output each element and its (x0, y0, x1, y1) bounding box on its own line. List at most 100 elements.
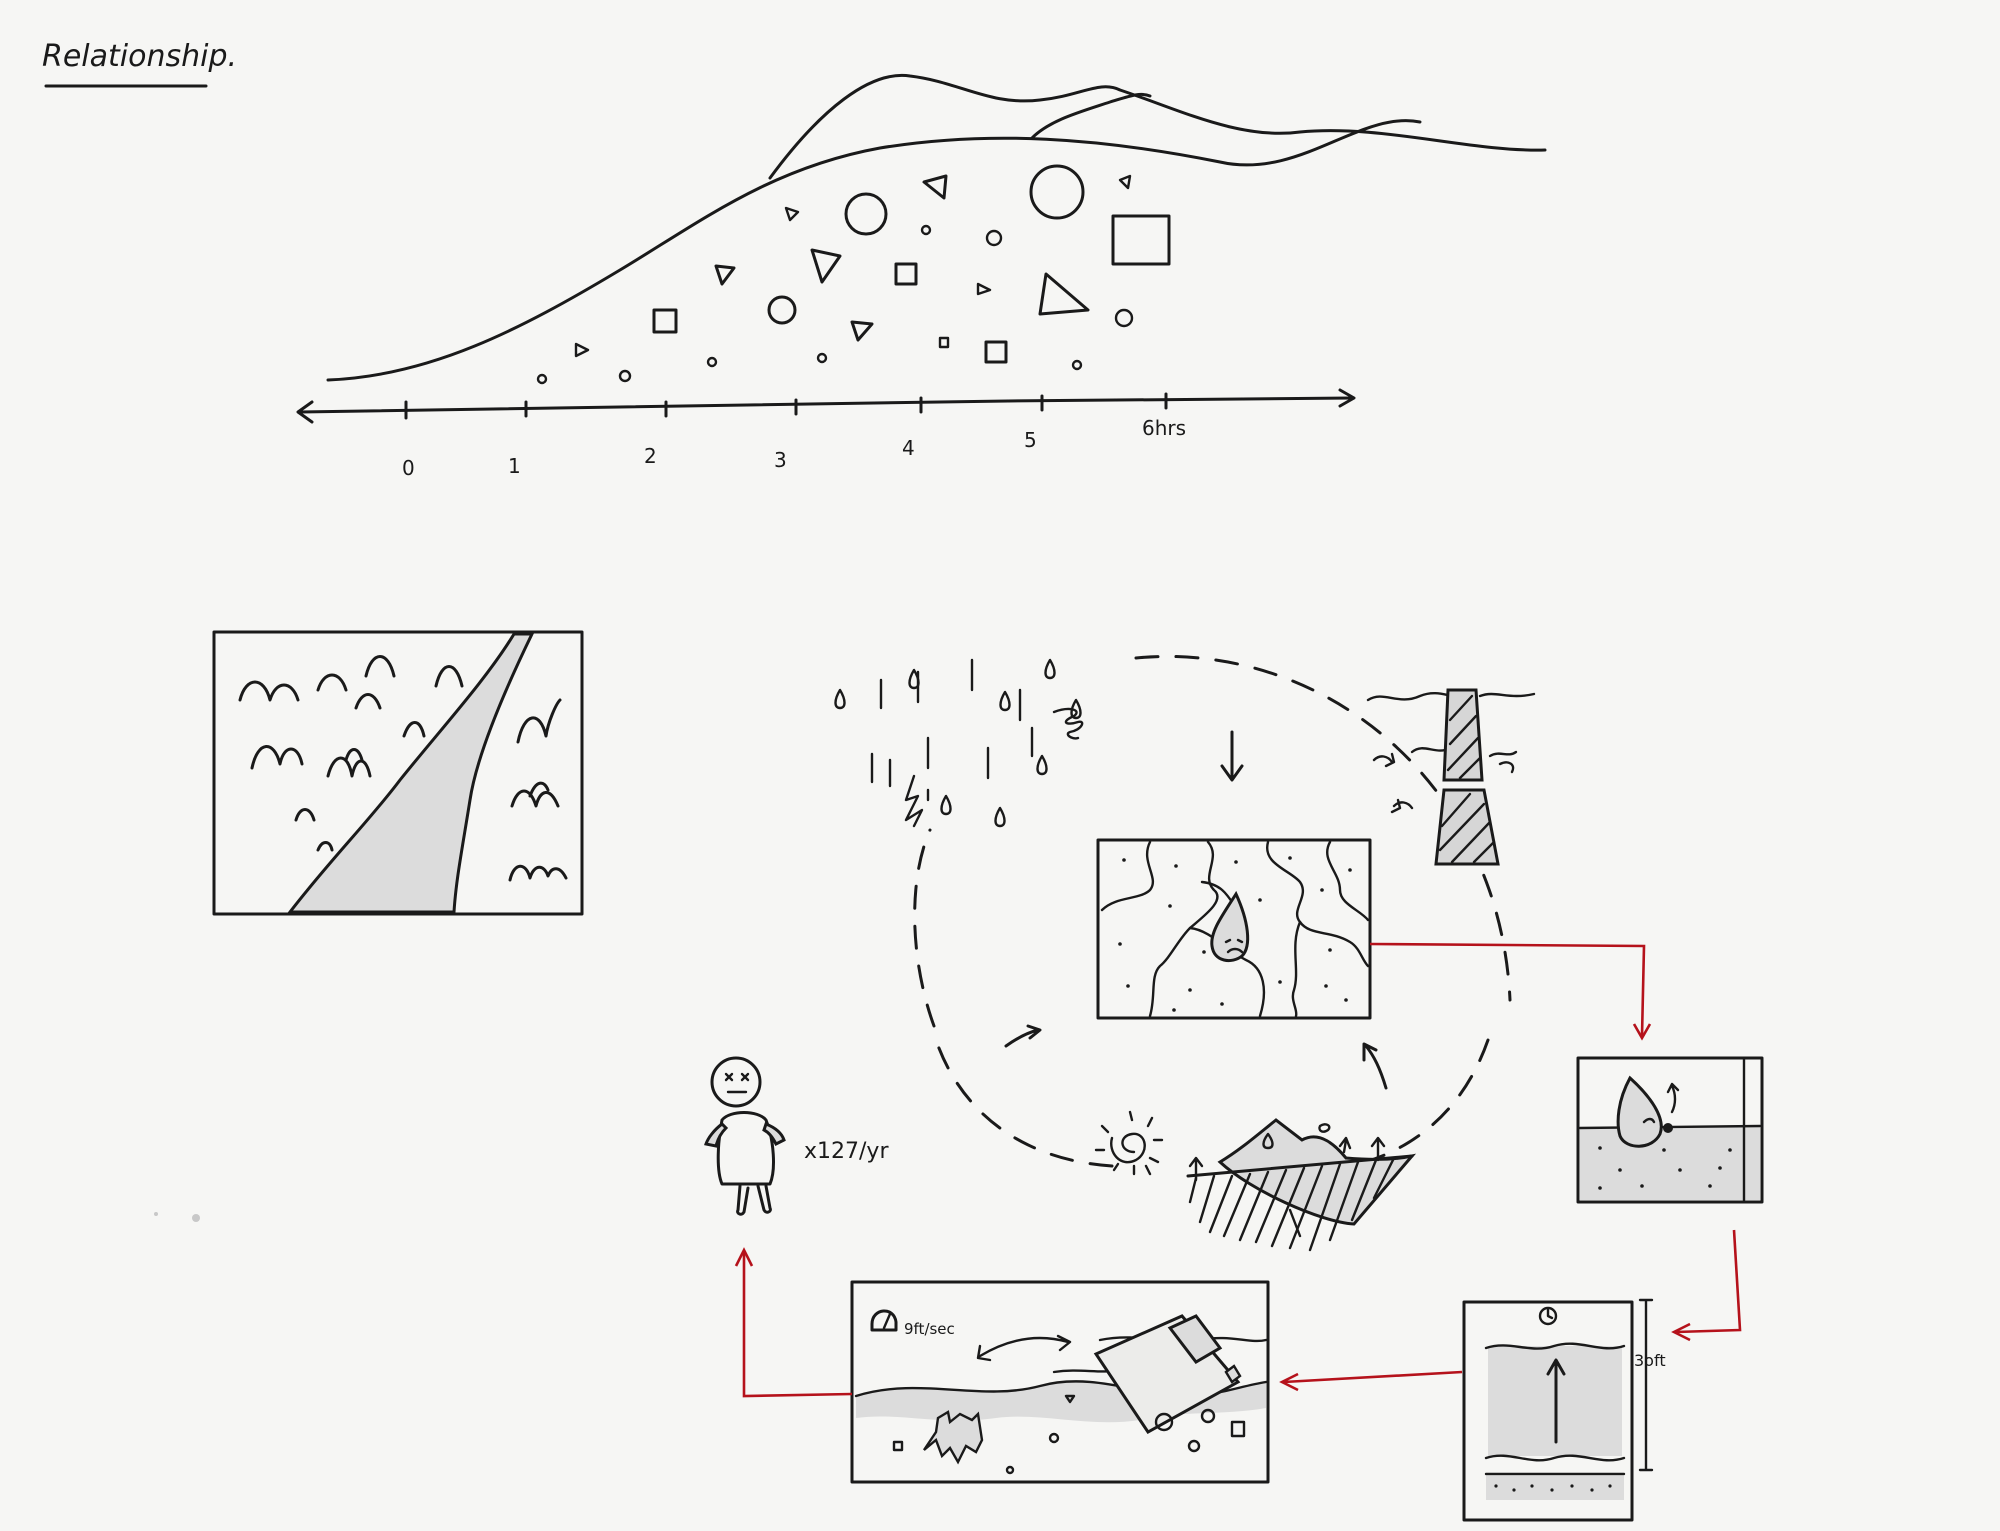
raindrops (834, 658, 1082, 828)
wave-curve-crest (1030, 92, 1152, 140)
house-door (1224, 1364, 1242, 1384)
clock-hands (1546, 1308, 1554, 1320)
lightning-icon (904, 774, 924, 828)
debris-triangle (1038, 272, 1090, 316)
drop-icon (1616, 1075, 1663, 1148)
debris-circle (767, 295, 797, 325)
debris-circle (1029, 164, 1085, 220)
double-arrow-icon (976, 1334, 1072, 1362)
gauge-sediment (1486, 1476, 1624, 1500)
wave-arrow-icon (1498, 761, 1515, 774)
flow-debris (892, 1394, 1246, 1475)
gauge-wave (1484, 1454, 1626, 1462)
water-gauge-panel: 3oft (1462, 1298, 1666, 1522)
speedometer-needle (882, 1312, 892, 1330)
debris-circle (1071, 359, 1083, 371)
flood-map-panel (1096, 838, 1372, 1020)
speed-label: 9ft/sec (904, 1320, 955, 1338)
red-arrowhead (1632, 1023, 1652, 1041)
up-arrow-icon (1188, 1156, 1204, 1182)
timeline-arrow-left (296, 400, 314, 424)
title-group: Relationship. (42, 39, 237, 88)
hill (354, 693, 382, 710)
red-arrow-map-to-drop (1369, 942, 1646, 1037)
valley-river-panel (212, 630, 584, 916)
cycle-dashes-right (1134, 655, 1512, 1002)
debris-circle (920, 224, 932, 236)
timeline-axis: 0 1 2 3 4 5 6hrs (296, 388, 1356, 480)
debris-shapes (536, 164, 1171, 385)
tick-label-6: 6hrs (1142, 416, 1186, 440)
debris-square (1111, 214, 1171, 266)
rain-storm (834, 658, 1244, 828)
debris-triangle (922, 174, 948, 200)
wave-arrow-icon (1390, 798, 1414, 814)
ground-line (1186, 1154, 1414, 1178)
hill (238, 680, 300, 702)
hill (508, 864, 568, 882)
down-arrow-icon (1220, 730, 1244, 782)
water-dots (1598, 1146, 1732, 1190)
person-head (710, 1056, 762, 1108)
red-flow-arrows (734, 942, 1742, 1398)
gauge-wave (1484, 1342, 1626, 1350)
debris-triangle (976, 282, 992, 296)
red-arrow-drop-to-gauge (1675, 1229, 1742, 1334)
water-fill (1580, 1126, 1760, 1200)
dam-upper (1442, 688, 1484, 782)
tick-label-5: 5 (1024, 428, 1037, 452)
wave-curve-inner (326, 119, 1422, 382)
debris-triangle (784, 206, 800, 222)
debris-square (938, 336, 950, 349)
debris-circle (618, 369, 632, 383)
hill (434, 665, 464, 688)
red-arrowhead (1279, 1372, 1299, 1392)
tick-label-0: 0 (402, 456, 415, 480)
debris-triangle (810, 248, 842, 284)
cycle-arrow-icon (1004, 1024, 1042, 1048)
house-window (1167, 1314, 1223, 1364)
rate-label: x127/yr (804, 1139, 889, 1164)
drop-water-panel (1576, 1056, 1764, 1204)
dam (1366, 688, 1536, 866)
red-arrow-debris-to-person (742, 1252, 853, 1398)
clock-icon (1538, 1306, 1558, 1326)
gauge-frame (1462, 1300, 1634, 1522)
sad-drop-face (1224, 938, 1244, 954)
paper-specks (154, 1212, 200, 1222)
drop-small (1318, 1123, 1331, 1133)
valley-frame (212, 630, 584, 916)
hill (364, 655, 396, 678)
wave-curve-outer (768, 73, 1547, 180)
tick-label-3: 3 (774, 448, 787, 472)
dam-water (1488, 750, 1518, 758)
cycle-dashes-bottom-right (1328, 1038, 1490, 1172)
hill (344, 748, 364, 762)
debris-square (652, 308, 678, 334)
ground-hatching (1188, 1156, 1396, 1252)
debris-circle (536, 373, 548, 385)
debris-square (894, 262, 918, 286)
debris-triangle (714, 264, 736, 286)
tornado-icon (1052, 707, 1084, 740)
tick-label-1: 1 (508, 454, 521, 478)
timeline-line (298, 396, 1354, 414)
debris-circle (985, 229, 1003, 247)
river (286, 632, 535, 914)
person-legs (736, 1184, 772, 1216)
water-cycle (834, 655, 1536, 1252)
debris-triangle (1118, 174, 1132, 190)
sun-rays (1094, 1110, 1164, 1176)
timeline-tick-labels: 0 1 2 3 4 5 6hrs (402, 416, 1186, 480)
drop-face (1642, 1117, 1656, 1124)
person-arm-left (704, 1122, 729, 1148)
up-arrow-icon (1338, 1136, 1352, 1154)
height-bracket (1638, 1298, 1654, 1472)
red-arrow-gauge-to-debris (1283, 1370, 1463, 1384)
debris-circle (1114, 308, 1134, 328)
hill (528, 781, 550, 798)
evaporation-sun (1094, 1110, 1164, 1176)
debris-square (984, 340, 1008, 364)
map-frame (1096, 838, 1372, 1020)
